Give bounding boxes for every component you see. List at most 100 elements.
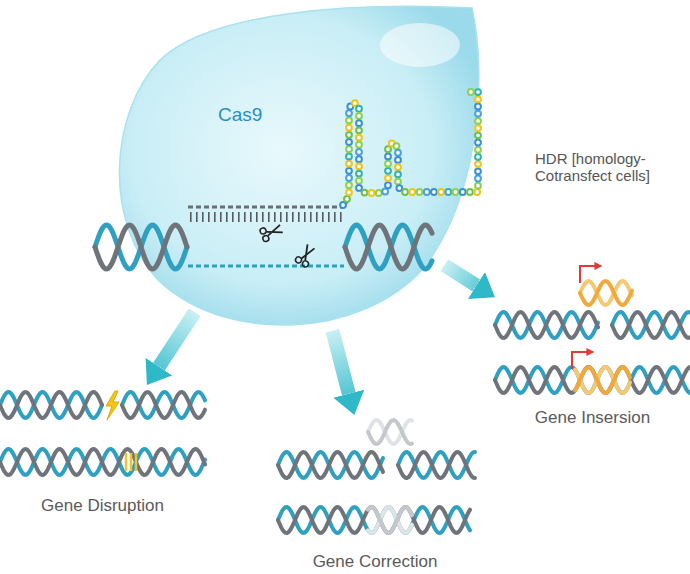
- dna-strand: [580, 281, 632, 305]
- rna-bead: [402, 189, 408, 195]
- dna-strand: [0, 392, 102, 418]
- rna-bead: [475, 132, 481, 138]
- rna-bead: [340, 202, 346, 208]
- rna-bead: [395, 150, 401, 156]
- rna-bead: [475, 154, 481, 160]
- rna-bead: [475, 161, 481, 167]
- rna-bead: [382, 189, 388, 195]
- rna-bead: [356, 178, 362, 184]
- rna-bead: [352, 100, 358, 106]
- rna-bead: [346, 154, 352, 160]
- rna-bead: [356, 163, 362, 169]
- rna-bead: [395, 171, 401, 177]
- rna-bead: [385, 154, 391, 160]
- rna-bead: [346, 190, 352, 196]
- rna-bead: [475, 89, 481, 95]
- dna-strand: [398, 452, 475, 478]
- edge-label: HDR [homology- Cotransfect cells]: [535, 150, 690, 184]
- rna-bead: [475, 104, 481, 110]
- dna-strand: [368, 507, 412, 533]
- dna-strand: [368, 420, 412, 444]
- dna-strand: [0, 449, 205, 475]
- rna-bead: [356, 149, 362, 155]
- rna-bead: [356, 171, 362, 177]
- rna-bead: [356, 156, 362, 162]
- rna-bead: [385, 146, 391, 152]
- rna-bead: [438, 189, 444, 195]
- rna-bead: [344, 196, 350, 202]
- dna-strand: [398, 452, 475, 478]
- process-arrow: [444, 265, 476, 285]
- outcome-caption: Gene Disruption: [0, 496, 205, 516]
- rna-bead: [394, 143, 400, 149]
- rna-bead: [474, 189, 480, 195]
- rna-bead: [376, 190, 382, 196]
- rna-bead: [369, 190, 375, 196]
- rna-bead: [475, 96, 481, 102]
- rna-bead: [346, 139, 352, 145]
- dna-strand: [495, 367, 690, 393]
- outcome-caption: Gene Insersion: [495, 408, 690, 428]
- rna-bead: [385, 175, 391, 181]
- rna-bead: [475, 140, 481, 146]
- rna-bead: [346, 168, 352, 174]
- rna-bead: [475, 168, 481, 174]
- promoter-arrow: [580, 266, 596, 283]
- rna-bead: [346, 161, 352, 167]
- indel-line: [135, 453, 138, 471]
- rna-bead: [445, 189, 451, 195]
- rna-bead: [385, 182, 391, 188]
- outcome-group: Gene Correction: [275, 415, 475, 574]
- rna-bead: [346, 110, 352, 116]
- process-arrow: [159, 312, 195, 366]
- dna-strand: [575, 367, 630, 393]
- rna-bead: [385, 161, 391, 167]
- rna-bead: [356, 185, 362, 191]
- rna-bead: [475, 118, 481, 124]
- dna-strand: [0, 392, 102, 418]
- dna-strand: [612, 312, 690, 338]
- rna-bead: [468, 89, 474, 95]
- rna-bead: [460, 189, 466, 195]
- dna-strand: [122, 392, 205, 418]
- rna-bead: [409, 189, 415, 195]
- rna-bead: [346, 182, 352, 188]
- dna-strand: [495, 367, 690, 393]
- indel-mark: [126, 453, 136, 471]
- dna-strand: [0, 449, 205, 475]
- dna-strand: [575, 367, 630, 393]
- rna-bead: [346, 118, 352, 124]
- outcome-caption: Gene Correction: [275, 552, 475, 572]
- rna-bead: [475, 111, 481, 117]
- blob-outline: [100, 0, 480, 335]
- outcome-group: Gene Insersion: [495, 285, 690, 433]
- cas9-blob: [119, 6, 478, 325]
- rna-bead: [362, 190, 368, 196]
- rna-bead: [356, 106, 362, 112]
- rna-bead: [346, 146, 352, 152]
- rna-bead: [356, 120, 362, 126]
- rna-bead: [356, 113, 362, 119]
- rna-bead: [395, 179, 401, 185]
- rna-bead: [475, 183, 481, 189]
- break-bolt: [106, 391, 119, 420]
- rna-bead: [356, 142, 362, 148]
- dna-strand: [368, 507, 412, 533]
- dna-strand: [612, 312, 690, 338]
- promoter-arrow: [572, 352, 588, 369]
- dna-strand: [278, 452, 383, 478]
- rna-bead: [475, 125, 481, 131]
- dna-strand: [278, 507, 470, 533]
- rna-bead: [356, 135, 362, 141]
- cas9-complex: Cas9: [100, 0, 480, 335]
- process-arrow: [332, 331, 348, 394]
- dna-strand: [580, 281, 632, 305]
- rna-bead: [417, 189, 423, 195]
- rna-bead: [453, 189, 459, 195]
- rna-bead: [395, 157, 401, 163]
- rna-bead: [385, 168, 391, 174]
- indel-line: [125, 453, 128, 471]
- blob-highlight: [380, 23, 460, 67]
- rna-bead: [395, 164, 401, 170]
